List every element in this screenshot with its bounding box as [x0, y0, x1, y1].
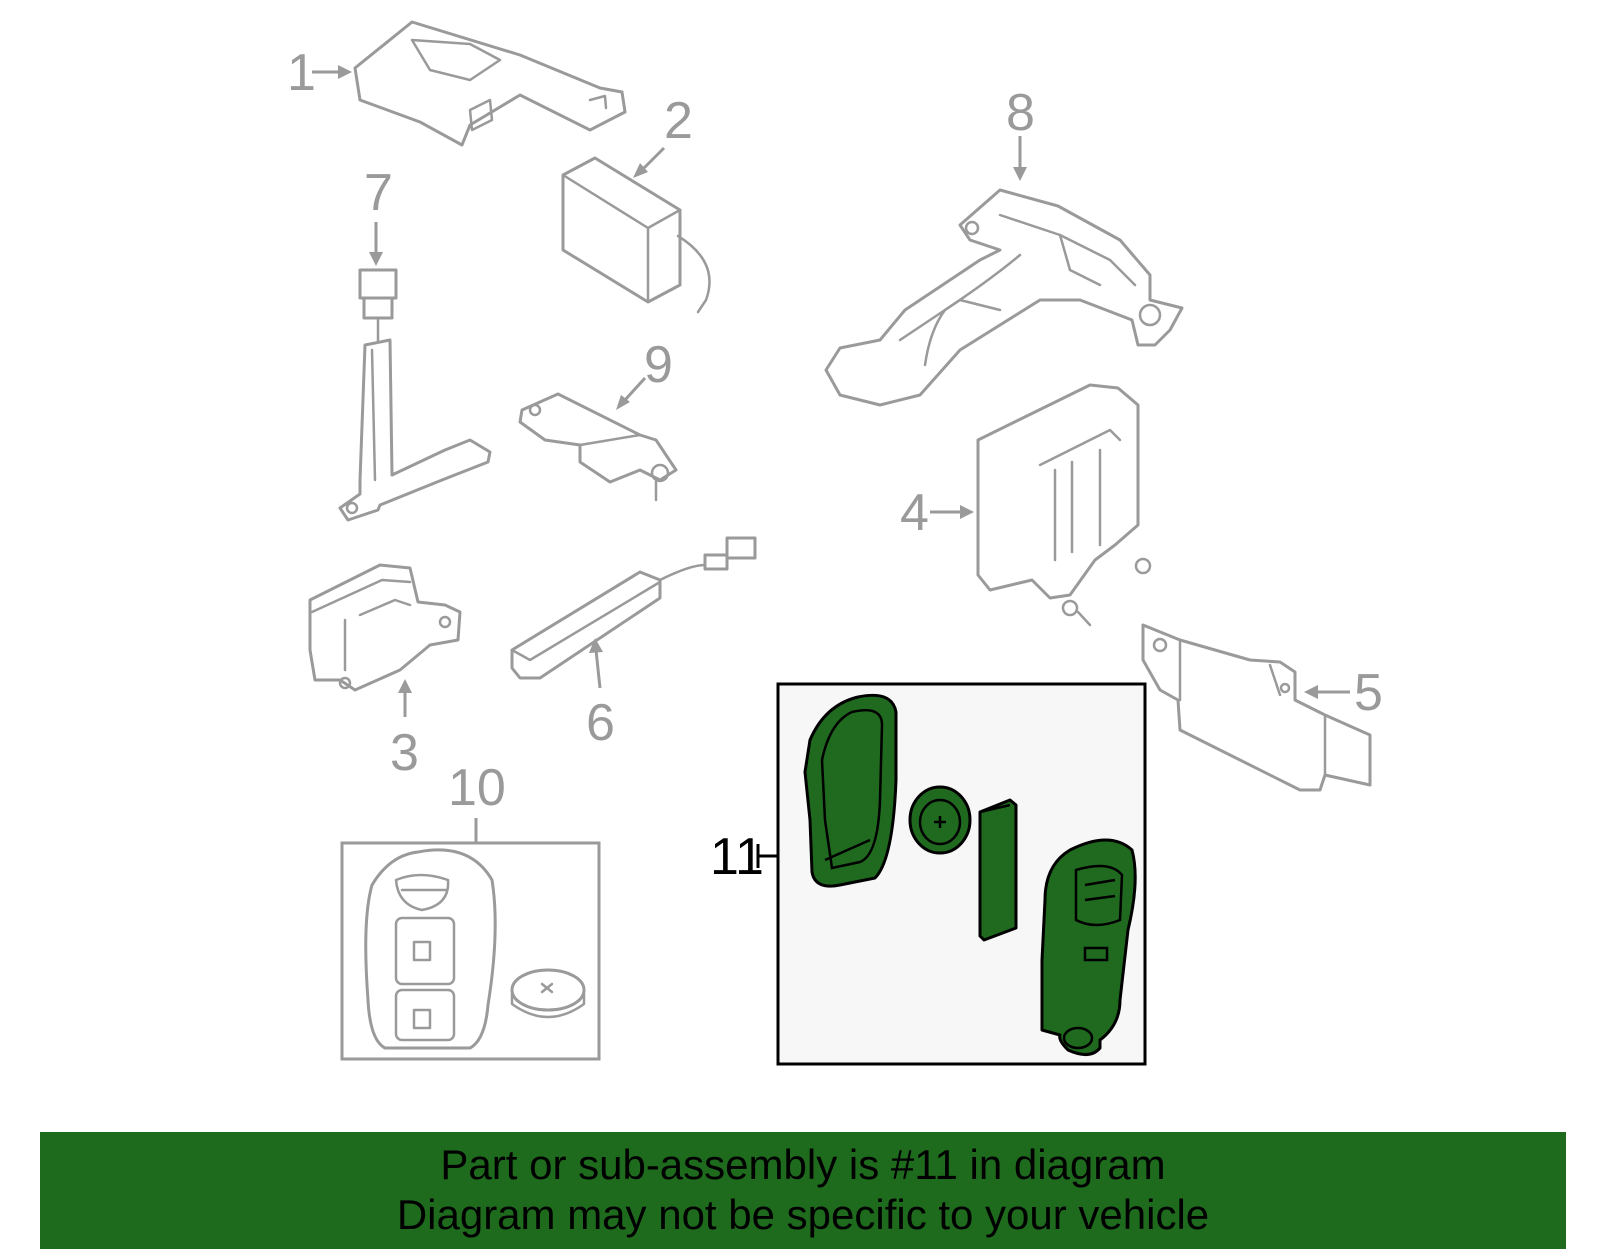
- callout-6: 6: [586, 694, 615, 752]
- info-banner: Part or sub-assembly is #11 in diagram D…: [40, 1132, 1566, 1249]
- part-7-sensor[interactable]: [338, 268, 492, 522]
- part-11-blade[interactable]: [978, 798, 1018, 942]
- part-4-module[interactable]: [976, 383, 1152, 627]
- callout-5: 5: [1354, 664, 1383, 722]
- part-9-module[interactable]: [518, 392, 678, 502]
- callout-1: 1: [287, 44, 316, 102]
- callout-3: 3: [390, 724, 419, 782]
- callout-10: 10: [448, 759, 506, 817]
- callout-4: 4: [900, 484, 929, 542]
- callout-2: 2: [664, 92, 693, 150]
- callout-8: 8: [1006, 84, 1035, 142]
- part-1-module[interactable]: [353, 20, 627, 147]
- part-5-antenna[interactable]: [1141, 623, 1372, 792]
- part-11-inset[interactable]: [776, 682, 1147, 1066]
- part-8-bracket[interactable]: [824, 188, 1184, 407]
- part-11-battery[interactable]: [908, 785, 972, 855]
- callout-11: 11: [710, 828, 764, 886]
- callout-7: 7: [364, 164, 393, 222]
- callout-9: 9: [644, 336, 673, 394]
- part-3-module[interactable]: [308, 563, 462, 692]
- part-10-inset[interactable]: [340, 841, 601, 1061]
- banner-line-2: Diagram may not be specific to your vehi…: [396, 1191, 1210, 1238]
- part-2-control-unit[interactable]: [561, 156, 711, 314]
- banner-line-1: Part or sub-assembly is #11 in diagram: [440, 1141, 1166, 1188]
- part-6-antenna[interactable]: [510, 536, 757, 680]
